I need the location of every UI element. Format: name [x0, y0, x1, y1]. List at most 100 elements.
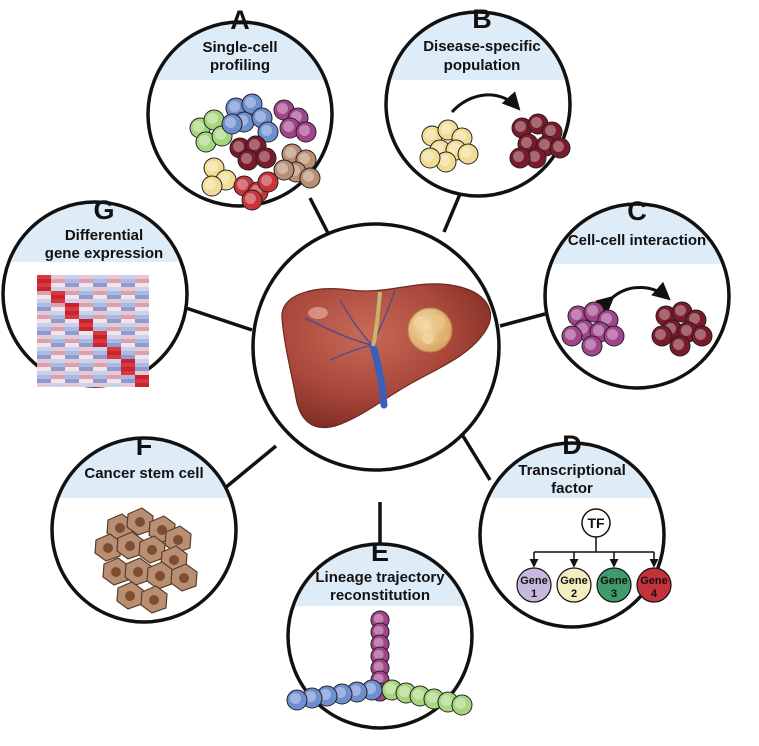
heatmap-cell	[93, 335, 107, 339]
heatmap-cell	[79, 299, 93, 303]
heatmap-cell	[51, 287, 65, 291]
heatmap-cell	[93, 351, 107, 355]
heatmap-cell	[121, 363, 135, 367]
heatmap-cell	[121, 339, 135, 343]
heatmap-icon	[37, 275, 149, 387]
stem-cell-cluster-icon	[94, 507, 198, 614]
heatmap-cell	[93, 291, 107, 295]
heatmap-cell	[135, 331, 149, 335]
heatmap-cell	[93, 311, 107, 315]
heatmap-cell	[93, 371, 107, 375]
gene-2-name: Gene	[560, 575, 588, 587]
cell-circle	[237, 149, 259, 171]
panel-c-letter: C	[627, 196, 647, 226]
tf-label: TF	[587, 515, 605, 531]
heatmap-cell	[79, 379, 93, 383]
heatmap-cell	[51, 291, 65, 295]
heatmap-cell	[93, 363, 107, 367]
heatmap-cell	[37, 351, 51, 355]
heatmap-cell	[121, 351, 135, 355]
gene-3-num: 3	[611, 588, 617, 600]
panel-b-title-line2: population	[444, 57, 521, 74]
cell-interaction-icon	[561, 301, 713, 357]
heatmap-cell	[37, 355, 51, 359]
blue-cell	[286, 689, 308, 711]
heatmap-cell	[65, 371, 79, 375]
heatmap-cell	[65, 323, 79, 327]
heatmap-cell	[37, 363, 51, 367]
heatmap-cell	[37, 319, 51, 323]
heatmap-cell	[37, 307, 51, 311]
dark-red-cell	[669, 335, 691, 357]
heatmap-cell	[121, 315, 135, 319]
heatmap-cell	[121, 375, 135, 379]
heatmap-cell	[51, 339, 65, 343]
gene-1-name: Gene	[520, 575, 548, 587]
panel-e-letter: E	[371, 537, 389, 567]
heatmap-cell	[135, 351, 149, 355]
heatmap-cell	[65, 311, 79, 315]
heatmap-cell	[79, 363, 93, 367]
heatmap-cell	[107, 371, 121, 375]
heatmap-cell	[37, 335, 51, 339]
gene-4-node: Gene 4	[636, 567, 672, 603]
heatmap-cell	[79, 335, 93, 339]
gene-4-name: Gene	[640, 575, 668, 587]
stem-cell	[116, 581, 144, 610]
heatmap-cell	[51, 383, 65, 387]
heatmap-cell	[107, 347, 121, 351]
heatmap-cell	[135, 327, 149, 331]
heatmap-cell	[93, 347, 107, 351]
heatmap-cell	[79, 351, 93, 355]
heatmap-cell	[121, 383, 135, 387]
heatmap-cell	[65, 363, 79, 367]
heatmap-cell	[121, 295, 135, 299]
heatmap-cell	[65, 307, 79, 311]
yellow-cell	[457, 143, 479, 165]
green-cell	[451, 694, 473, 716]
heatmap-cell	[65, 383, 79, 387]
liver-icon	[281, 283, 491, 429]
heatmap-cell	[107, 383, 121, 387]
heatmap-cell	[79, 287, 93, 291]
heatmap-cell	[37, 347, 51, 351]
heatmap-cell	[135, 363, 149, 367]
heatmap-cell	[65, 343, 79, 347]
heatmap-cell	[51, 347, 65, 351]
heatmap-cell	[121, 323, 135, 327]
dark-red-cell	[509, 147, 531, 169]
dark-red-cell	[651, 325, 673, 347]
heatmap-cell	[93, 299, 107, 303]
heatmap-cell	[135, 291, 149, 295]
heatmap-cell	[37, 323, 51, 327]
heatmap-cell	[51, 327, 65, 331]
heatmap-cell	[93, 315, 107, 319]
heatmap-cell	[93, 307, 107, 311]
heatmap-cell	[65, 279, 79, 283]
heatmap-cell	[37, 275, 51, 279]
heatmap-cell	[79, 331, 93, 335]
cell-circle	[257, 121, 279, 143]
dark-red-cell	[549, 137, 571, 159]
heatmap-cell	[79, 283, 93, 287]
heatmap-cell	[121, 327, 135, 331]
gene-1-num: 1	[531, 588, 537, 600]
heatmap-cell	[121, 283, 135, 287]
panel-g-letter: G	[93, 195, 114, 225]
heatmap-cell	[51, 363, 65, 367]
panel-b-title-line1: Disease-specific	[423, 38, 541, 55]
heatmap-cell	[135, 315, 149, 319]
heatmap-cell	[65, 283, 79, 287]
stem-cell	[102, 557, 130, 586]
heatmap-cell	[93, 283, 107, 287]
heatmap-cell	[135, 383, 149, 387]
panel-d-letter: D	[562, 430, 582, 460]
heatmap-cell	[121, 279, 135, 283]
heatmap-cell	[107, 323, 121, 327]
heatmap-cell	[107, 327, 121, 331]
heatmap-cell	[79, 291, 93, 295]
heatmap-cell	[93, 279, 107, 283]
heatmap-cell	[65, 287, 79, 291]
heatmap-cell	[79, 311, 93, 315]
